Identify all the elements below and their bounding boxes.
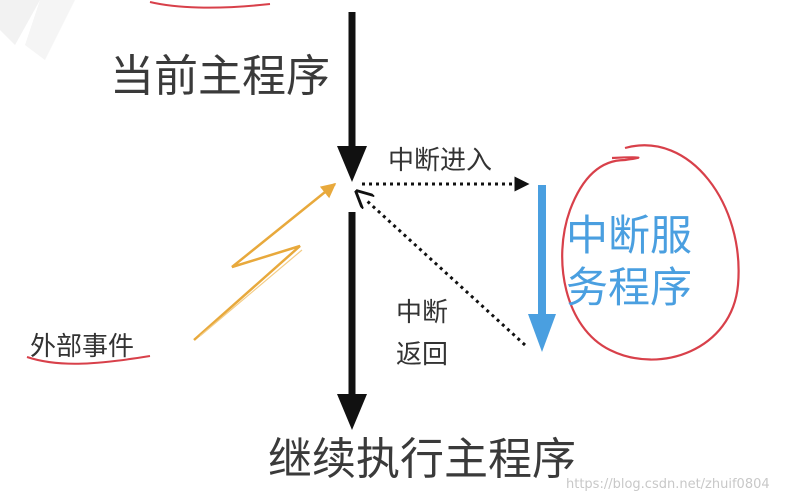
handwritten-circle <box>561 144 740 361</box>
external-event-lightning <box>193 183 337 341</box>
label-continue-main-program: 继续执行主程序 <box>268 434 576 485</box>
interrupt-return-arrow <box>366 200 527 347</box>
external-event-underline <box>26 355 151 365</box>
label-isr-line2: 务程序 <box>566 263 693 312</box>
isr-arrow-head <box>528 314 556 352</box>
corner-logo-shape <box>0 0 40 45</box>
main-arrow-top-head <box>337 146 367 182</box>
top-red-underline <box>149 1 271 9</box>
label-external-event: 外部事件 <box>30 332 135 362</box>
main-arrow-bottom-head <box>337 394 367 430</box>
label-current-main-program: 当前主程序 <box>110 51 330 102</box>
label-interrupt-return-line1: 中断 <box>396 298 449 328</box>
label-isr-line1: 中断服 <box>566 211 693 260</box>
label-interrupt-enter: 中断进入 <box>388 146 493 176</box>
external-event-lightning-light <box>199 249 303 337</box>
corner-logo-shape-2 <box>25 0 75 60</box>
label-interrupt-return-line2: 返回 <box>396 340 449 370</box>
watermark-url: https://blog.csdn.net/zhuif0804 <box>566 477 770 492</box>
